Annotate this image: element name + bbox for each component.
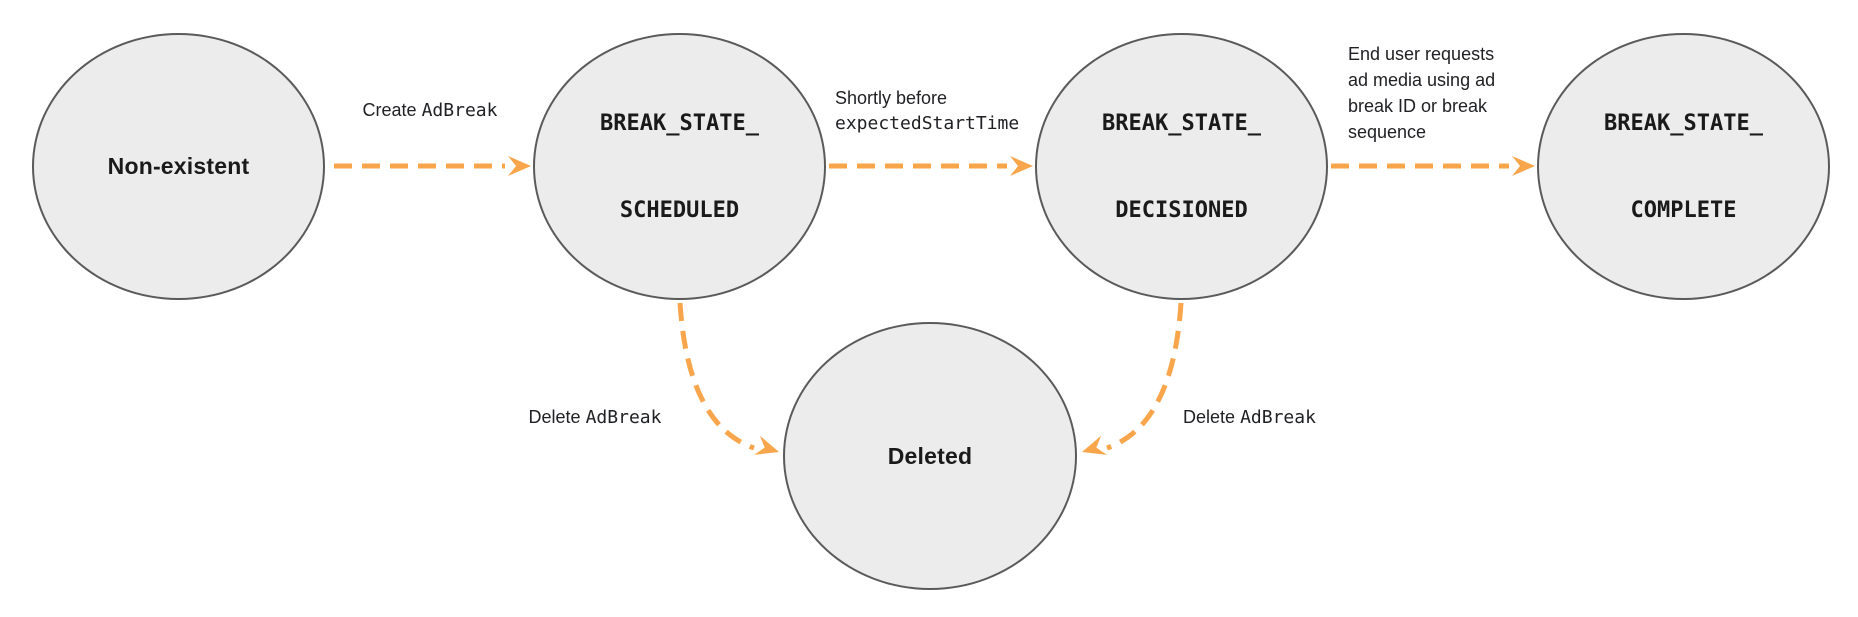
node-complete-line2: COMPLETE <box>1630 197 1737 223</box>
edge-create-label-code: AdBreak <box>421 100 498 121</box>
node-break-state-complete: BREAK_STATE_ COMPLETE <box>1537 33 1830 300</box>
node-break-state-scheduled: BREAK_STATE_ SCHEDULED <box>533 33 826 300</box>
edge-delete-from-decisioned-line <box>1106 302 1184 451</box>
node-break-state-decisioned: BREAK_STATE_ DECISIONED <box>1035 33 1328 300</box>
edge-delete-scheduled-label-code: AdBreak <box>585 407 662 428</box>
edge-to-complete-label-line2: ad media using ad <box>1348 70 1496 90</box>
edge-to-complete-arrowhead-icon <box>1512 156 1535 176</box>
node-deleted-label: Deleted <box>887 442 973 469</box>
edge-to-decisioned-arrowhead-icon <box>1010 156 1033 176</box>
edge-to-complete-label-line1: End user requests <box>1348 44 1495 64</box>
edge-to-decisioned-label-text: Shortly before <box>835 88 948 108</box>
edge-delete-from-scheduled-line <box>677 302 755 451</box>
edge-create-label-text: Create <box>362 100 417 120</box>
edge-to-complete-label-line4: sequence <box>1348 122 1427 142</box>
edge-to-decisioned-label: Shortly before expectedStartTime <box>835 86 1019 136</box>
edge-delete-from-decisioned-arrowhead-icon <box>1082 435 1107 455</box>
node-non-existent-label: Non-existent <box>107 153 250 179</box>
edge-to-complete-label: End user requests ad media using ad brea… <box>1348 41 1495 145</box>
edge-create-arrowhead-icon <box>508 156 531 176</box>
node-scheduled-line1: BREAK_STATE_ <box>600 110 759 136</box>
edge-delete-from-scheduled-arrowhead-icon <box>754 435 779 455</box>
edge-delete-decisioned-label-text: Delete <box>1183 407 1236 427</box>
edge-to-decisioned-label-code: expectedStartTime <box>835 113 1020 134</box>
edge-to-complete-label-line3: break ID or break <box>1348 96 1488 116</box>
node-break-state-complete-label: BREAK_STATE_ COMPLETE <box>1604 51 1763 283</box>
node-deleted: Deleted <box>783 322 1077 590</box>
node-decisioned-line2: DECISIONED <box>1115 197 1248 223</box>
node-complete-line1: BREAK_STATE_ <box>1604 110 1763 136</box>
node-scheduled-line2: SCHEDULED <box>619 197 740 223</box>
node-break-state-scheduled-label: BREAK_STATE_ SCHEDULED <box>600 51 759 283</box>
node-break-state-decisioned-label: BREAK_STATE_ DECISIONED <box>1102 51 1261 283</box>
edge-delete-decisioned-label-code: AdBreak <box>1240 407 1316 428</box>
node-decisioned-line1: BREAK_STATE_ <box>1102 110 1261 136</box>
node-non-existent: Non-existent <box>32 33 325 300</box>
edge-delete-scheduled-label-text: Delete <box>528 407 581 427</box>
